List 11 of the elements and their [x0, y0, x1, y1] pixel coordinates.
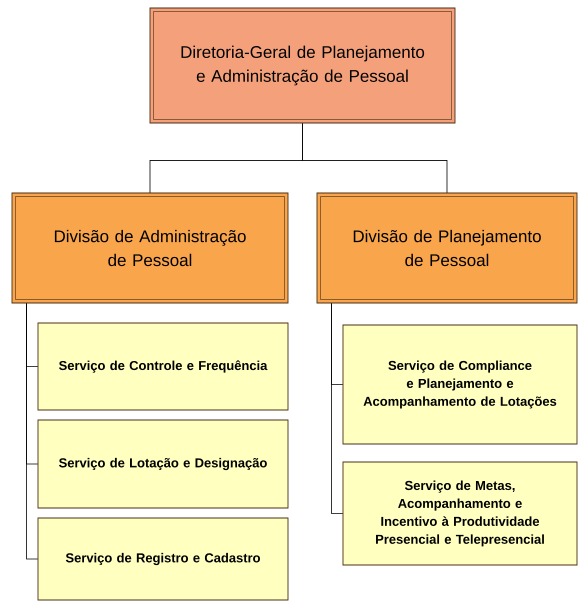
service-box: Serviço de Registro e Cadastro: [38, 518, 288, 600]
division-box: Divisão de Administração de Pessoal: [12, 192, 288, 304]
division-box: Divisão de Planejamento de Pessoal: [316, 192, 578, 304]
connector-line: [302, 123, 448, 193]
service-box: Serviço de Compliance e Planejamento e Acompanhamento de Lotações: [342, 324, 578, 444]
connector-line: [331, 303, 343, 514]
director-box: Diretoria-Geral de Planejamento e Administração de Pessoal: [150, 8, 456, 124]
connector-line: [26, 303, 38, 560]
service-box: Serviço de Controle e Frequência: [38, 322, 288, 410]
service-box: Serviço de Metas, Acompanhamento e Incentivo à Produtividade Presencial e Telepresencial: [342, 462, 578, 566]
service-box: Serviço de Lotação e Designação: [38, 420, 288, 508]
